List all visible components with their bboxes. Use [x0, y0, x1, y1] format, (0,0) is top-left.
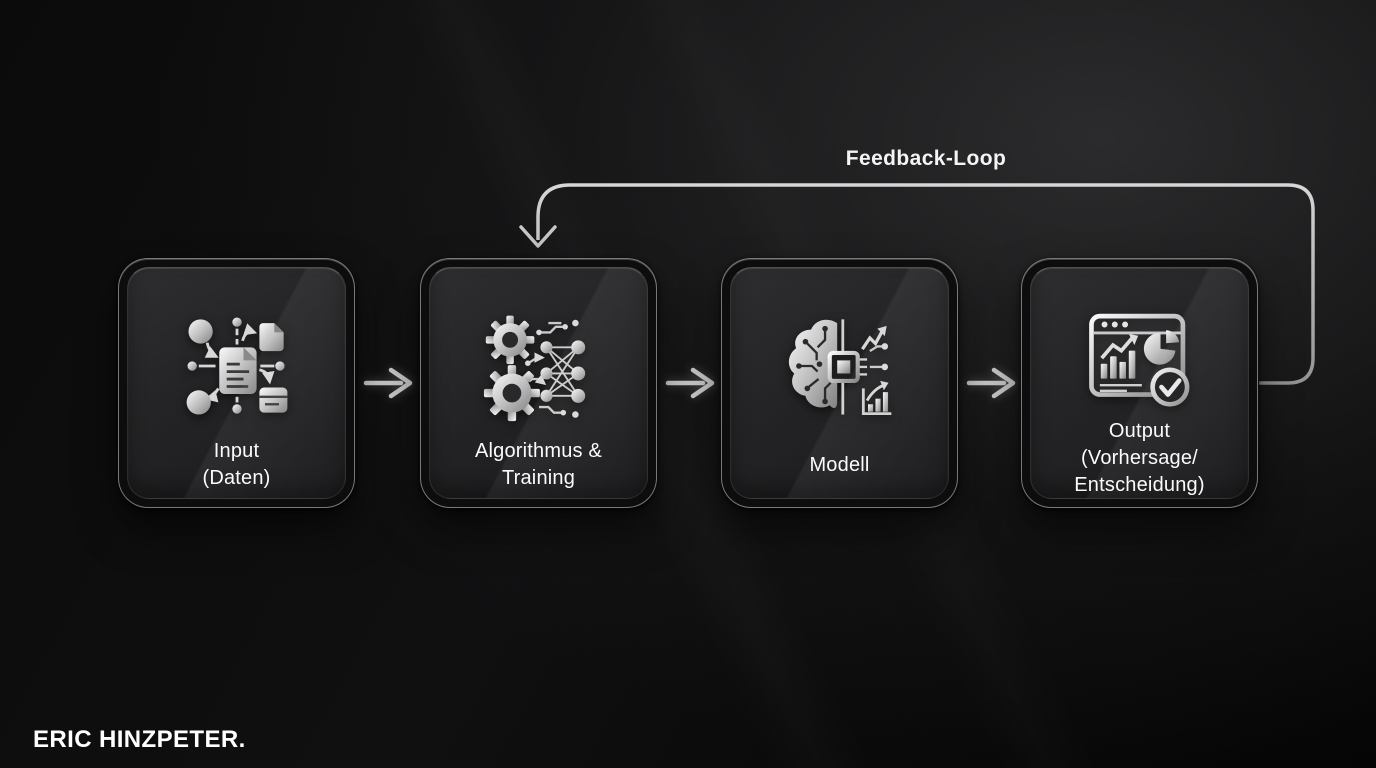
flow-arrow-input-to-algorithm [363, 367, 413, 399]
node-model-panel: Modell [730, 267, 949, 499]
label-line: Entscheidung) [1074, 474, 1205, 496]
label-line: Algorithmus & [474, 440, 603, 462]
label-line: Modell [809, 454, 870, 476]
node-input-panel: Input (Daten) [127, 267, 346, 499]
brain-chip-icon [788, 319, 891, 415]
node-algorithm-training-panel: Algorithmus & Training [429, 267, 648, 499]
label-line: Input [213, 440, 260, 462]
node-input-label: Input (Daten) [128, 438, 345, 492]
node-output-panel: Output (Vorhersage/ Entscheidung) [1030, 267, 1249, 499]
node-model-label: Modell [731, 452, 948, 479]
label-line: (Vorhersage/ [1081, 447, 1198, 469]
watermark-logo: ERIC HINZPETER. [33, 726, 246, 753]
flow-arrow-model-to-output [966, 367, 1016, 399]
node-output: Output (Vorhersage/ Entscheidung) [1021, 258, 1258, 508]
flow-arrow-algorithm-to-model [665, 367, 715, 399]
feedback-loop-arrow [519, 183, 1315, 385]
node-input: Input (Daten) [118, 258, 355, 508]
node-algorithm-training-label: Algorithmus & Training [430, 438, 647, 492]
data-flow-icon [186, 317, 287, 415]
node-model: Modell [721, 258, 958, 508]
label-line: Output [1108, 420, 1171, 442]
node-algorithm-training: Algorithmus & Training [420, 258, 657, 508]
label-line: (Daten) [202, 467, 271, 489]
gears-network-icon [483, 315, 585, 422]
label-line: Training [501, 467, 576, 489]
feedback-loop-label: Feedback-Loop [845, 147, 1007, 170]
node-output-label: Output (Vorhersage/ Entscheidung) [1031, 418, 1248, 498]
report-dashboard-icon [1088, 313, 1189, 407]
